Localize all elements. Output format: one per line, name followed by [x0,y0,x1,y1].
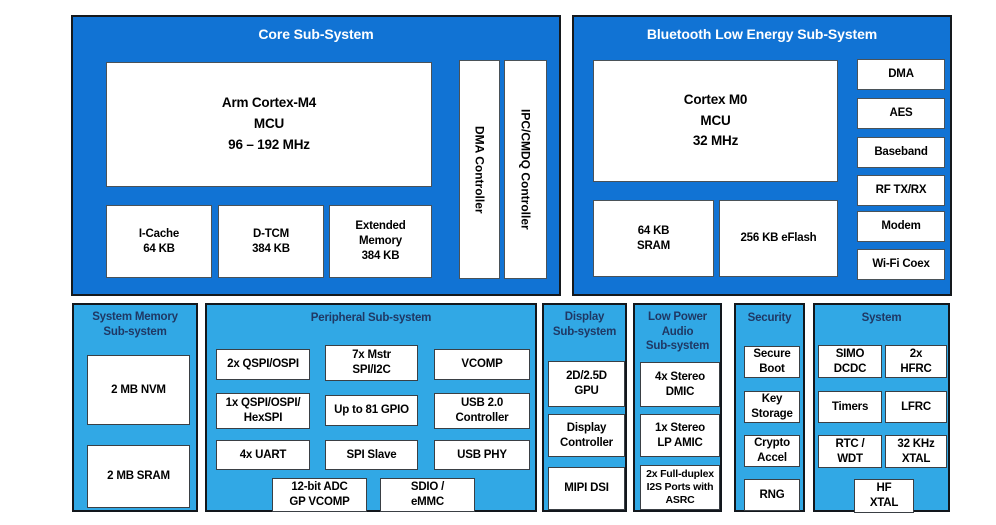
box-2x-qspi-ospi: 2x QSPI/OSPI [216,349,310,380]
box-wifi-coex: Wi-Fi Coex [857,249,945,280]
ble-subsystem-section: Bluetooth Low Energy Sub-System Cortex M… [572,15,952,296]
security-title: Security [747,312,792,324]
box-256kb-eflash: 256 KB eFlash [719,200,838,277]
system-title: System [861,312,902,324]
box-timers: Timers [818,391,882,423]
box-spi-slave: SPI Slave [325,440,418,470]
ble-subsystem-title: Bluetooth Low Energy Sub-System [646,26,878,42]
peripheral-title: Peripheral Sub-system [310,312,432,324]
box-ipc-cmdq-controller: IPC/CMDQ Controller [504,60,547,279]
box-ble-dma: DMA [857,59,945,90]
box-aes: AES [857,98,945,129]
box-baseband: Baseband [857,137,945,168]
box-rf-tx-rx: RF TX/RX [857,175,945,206]
box-vcomp: VCOMP [434,349,530,380]
box-usb-phy: USB PHY [434,440,530,470]
box-2mb-nvm: 2 MB NVM [87,355,190,425]
box-modem: Modem [857,211,945,242]
core-subsystem-title: Core Sub-System [258,26,374,42]
box-mipi-dsi: MIPI DSI [548,467,625,510]
box-rtc-wdt: RTC /WDT [818,435,882,468]
box-up-to-81-gpio: Up to 81 GPIO [325,395,418,426]
box-2mb-sram: 2 MB SRAM [87,445,190,508]
box-4x-uart: 4x UART [216,440,310,470]
box-sdio-emmc: SDIO /eMMC [380,478,475,512]
box-lfrc: LFRC [885,391,947,423]
box-1x-qspi-ospi-hexspi: 1x QSPI/OSPI/HexSPI [216,393,310,429]
box-dma-controller: DMA Controller [459,60,500,279]
peripheral-section: Peripheral Sub-system 2x QSPI/OSPI 7x Ms… [205,303,537,512]
box-rng: RNG [744,479,800,511]
